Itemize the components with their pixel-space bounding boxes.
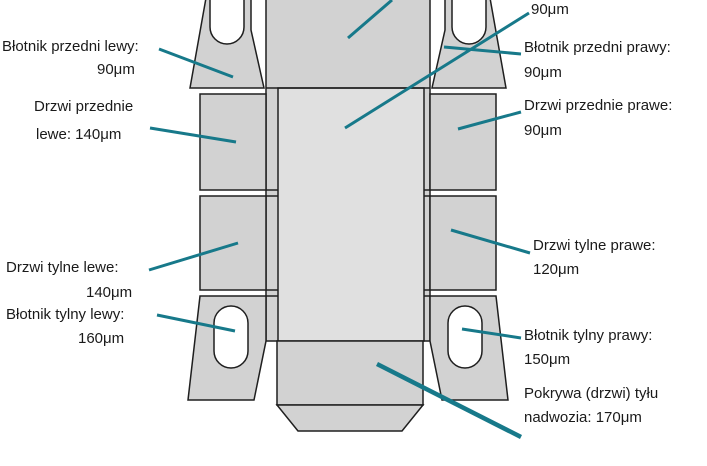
rear-right-wheel-arch-cutout [447,305,483,369]
rear-left-wheel-arch-cutout [213,305,249,369]
label-rear-left-door-value: 140μm [86,284,133,301]
label-roof-value: 90μm [531,1,569,18]
label-front-left-fender-value: 90μm [97,61,135,78]
roof-panel-shape [277,87,425,342]
rear-right-door-leader-line [450,228,531,255]
front-right-door-leader-line [457,110,522,131]
label-front-right-fender-value: 90μm [524,64,562,81]
label-rear-right-door-value: 120μm [533,261,580,278]
label-rear-left-fender-name: Błotnik tylny lewy: [6,306,125,323]
tailgate-shape [276,340,424,406]
label-tailgate-value: nadwozia: 170μm [524,409,642,426]
front-left-door-leader-line [149,126,237,144]
front-right-door-shape [429,93,497,191]
rear-bumper-shape [275,404,425,432]
rear-left-fender-leader-line [156,313,236,333]
label-front-left-door-name: Drzwi przednie [34,98,134,115]
label-rear-right-fender-name: Błotnik tylny prawy: [524,327,653,344]
roof-leader-line [344,11,530,130]
label-rear-left-door-name: Drzwi tylne lewe: [6,259,119,276]
front-left-fender-leader-line [158,47,234,79]
label-rear-right-door-name: Drzwi tylne prawe: [533,237,656,254]
front-left-wheel-arch-cutout [209,0,245,45]
rear-left-door-leader-line [148,241,239,272]
front-right-fender-leader-line [443,45,522,56]
label-front-right-door-name: Drzwi przednie prawe: [524,97,673,114]
label-front-right-fender-name: Błotnik przedni prawy: [524,39,671,56]
tailgate-leader-line [375,361,523,440]
label-tailgate-name: Pokrywa (drzwi) tyłu [524,385,659,402]
rear-right-door-shape [429,195,497,291]
front-right-wheel-arch-cutout [451,0,487,45]
label-rear-right-fender-value: 150μm [524,351,571,368]
hood-leader-line [347,0,393,40]
label-rear-left-fender-value: 160μm [78,330,125,347]
label-front-left-door-value: lewe: 140μm [36,126,122,143]
label-front-left-fender-name: Błotnik przedni lewy: [2,38,139,55]
label-front-right-door-value: 90μm [524,122,562,139]
rear-right-fender-leader-line [461,327,522,340]
